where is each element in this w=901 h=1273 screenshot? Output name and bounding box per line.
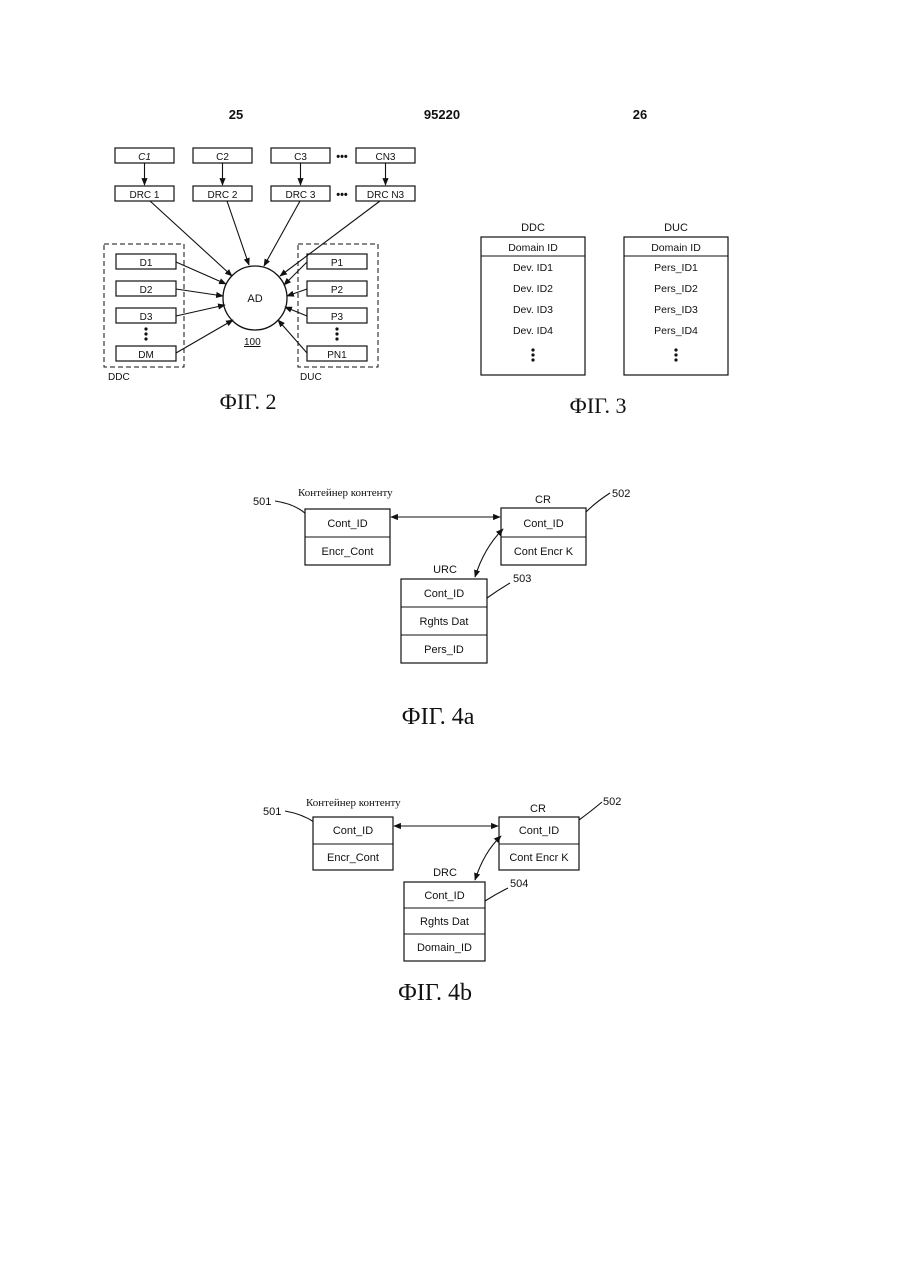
fig4b-container-title: Контейнер контенту bbox=[306, 797, 401, 809]
figure-2: C1 C2 C3 ••• CN3 DRC 1 DRC 2 DRC 3 ••• D… bbox=[104, 148, 415, 414]
fig4b-leader-501 bbox=[285, 811, 314, 822]
c-label-3: C3 bbox=[294, 152, 307, 163]
fig4a-ref-501: 501 bbox=[253, 496, 271, 508]
drc-label-1: DRC 1 bbox=[129, 190, 159, 201]
duc-vertical-ellipsis bbox=[674, 348, 677, 361]
fig4a-container-row-2: Encr_Cont bbox=[322, 546, 374, 558]
figure-4a: Контейнер контенту 501 Cont_ID Encr_Cont… bbox=[253, 487, 630, 730]
fig4a-cr-title: CR bbox=[535, 494, 551, 506]
arrow-pn-ad bbox=[278, 320, 307, 353]
fig4a-cr-row-2: Cont Encr K bbox=[514, 546, 574, 558]
fig4b-cr-title: CR bbox=[530, 803, 546, 815]
fig4b-drc-row-2: Rghts Dat bbox=[420, 916, 469, 928]
ddc-row-3: Dev. ID3 bbox=[513, 304, 553, 316]
fig4b-container-row-2: Encr_Cont bbox=[327, 852, 379, 864]
d-label-m: DM bbox=[138, 350, 154, 361]
ddc-group-label: DDC bbox=[108, 372, 130, 383]
ddc-table-header: Domain ID bbox=[508, 242, 558, 254]
fig4b-container-row-1: Cont_ID bbox=[333, 825, 373, 837]
ddc-table-title: DDC bbox=[521, 222, 545, 234]
arrow-drc2-ad bbox=[227, 201, 249, 265]
fig4b-drc-row-3: Domain_ID bbox=[417, 942, 472, 954]
duc-row-1: Pers_ID1 bbox=[654, 262, 698, 274]
fig4a-container-title: Контейнер контенту bbox=[298, 487, 393, 499]
duc-table-header: Domain ID bbox=[651, 242, 701, 254]
arrow-p2-ad bbox=[287, 289, 307, 296]
fig4a-urc-row-1: Cont_ID bbox=[424, 588, 464, 600]
arrow-p3-ad bbox=[285, 307, 307, 316]
fig4a-cr-row-1: Cont_ID bbox=[523, 518, 563, 530]
drc-ellipsis: ••• bbox=[336, 189, 348, 201]
fig4b-leader-504 bbox=[485, 888, 508, 901]
p-label-n: PN1 bbox=[327, 350, 347, 361]
ad-label: AD bbox=[247, 293, 262, 305]
fig4a-urc-row-3: Pers_ID bbox=[424, 644, 464, 656]
d-vertical-ellipsis bbox=[144, 327, 147, 340]
duc-row-2: Pers_ID2 bbox=[654, 283, 698, 295]
fig4b-drc-row-1: Cont_ID bbox=[424, 890, 464, 902]
fig4b-ref-504: 504 bbox=[510, 878, 528, 890]
d-label-3: D3 bbox=[140, 312, 153, 323]
p-vertical-ellipsis bbox=[335, 327, 338, 340]
fig4b-cr-row-2: Cont Encr K bbox=[509, 852, 569, 864]
figure-4a-caption: ФІГ. 4a bbox=[402, 704, 475, 730]
patent-number: 95220 bbox=[424, 107, 460, 122]
fig4a-leader-502 bbox=[586, 493, 610, 512]
c-label-2: C2 bbox=[216, 152, 229, 163]
figure-3: DDC Domain ID Dev. ID1 Dev. ID2 Dev. ID3… bbox=[481, 222, 728, 418]
duc-row-3: Pers_ID3 bbox=[654, 304, 698, 316]
fig4a-ref-503: 503 bbox=[513, 573, 531, 585]
arrow-d2-ad bbox=[176, 289, 223, 296]
fig4a-arrow-cr-urc bbox=[475, 529, 503, 577]
drc-label-2: DRC 2 bbox=[207, 190, 237, 201]
fig4b-arrow-cr-drc bbox=[475, 836, 501, 880]
c-ellipsis: ••• bbox=[336, 151, 348, 163]
arrow-p1-ad bbox=[284, 262, 307, 285]
ddc-row-1: Dev. ID1 bbox=[513, 262, 553, 274]
fig4b-ref-502: 502 bbox=[603, 796, 621, 808]
duc-table-title: DUC bbox=[664, 222, 688, 234]
figure-4b: Контейнер контенту 501 Cont_ID Encr_Cont… bbox=[263, 796, 621, 1006]
drc-label-n: DRC N3 bbox=[367, 190, 405, 201]
d-label-1: D1 bbox=[140, 258, 153, 269]
drc-label-3: DRC 3 bbox=[285, 190, 315, 201]
fig4b-drc-title: DRC bbox=[433, 867, 457, 879]
c-label-1: C1 bbox=[138, 152, 151, 163]
ddc-vertical-ellipsis bbox=[531, 348, 534, 361]
arrow-d3-ad bbox=[176, 305, 225, 316]
ad-reference: 100 bbox=[244, 337, 261, 348]
p-label-3: P3 bbox=[331, 312, 344, 323]
p-label-2: P2 bbox=[331, 285, 344, 296]
arrow-dm-ad bbox=[176, 320, 233, 353]
arrow-drc3-ad bbox=[264, 201, 300, 266]
duc-group-label: DUC bbox=[300, 372, 322, 383]
fig4a-container-row-1: Cont_ID bbox=[327, 518, 367, 530]
page-number-right: 26 bbox=[633, 107, 647, 122]
ddc-row-2: Dev. ID2 bbox=[513, 283, 553, 295]
fig4a-urc-row-2: Rghts Dat bbox=[420, 616, 469, 628]
figure-3-caption: ФІГ. 3 bbox=[570, 393, 627, 418]
page-number-left: 25 bbox=[229, 107, 243, 122]
ddc-row-4: Dev. ID4 bbox=[513, 325, 553, 337]
duc-row-4: Pers_ID4 bbox=[654, 325, 698, 337]
figure-2-caption: ФІГ. 2 bbox=[220, 389, 277, 414]
fig4a-leader-501 bbox=[275, 501, 306, 514]
fig4a-urc-title: URC bbox=[433, 564, 457, 576]
c-label-n: CN3 bbox=[375, 152, 395, 163]
figure-4b-caption: ФІГ. 4b bbox=[398, 980, 472, 1006]
fig4b-cr-row-1: Cont_ID bbox=[519, 825, 559, 837]
fig4a-ref-502: 502 bbox=[612, 488, 630, 500]
d-label-2: D2 bbox=[140, 285, 153, 296]
fig4b-leader-502 bbox=[579, 802, 602, 820]
fig4b-ref-501: 501 bbox=[263, 806, 281, 818]
fig4a-leader-503 bbox=[487, 583, 510, 598]
p-label-1: P1 bbox=[331, 258, 344, 269]
